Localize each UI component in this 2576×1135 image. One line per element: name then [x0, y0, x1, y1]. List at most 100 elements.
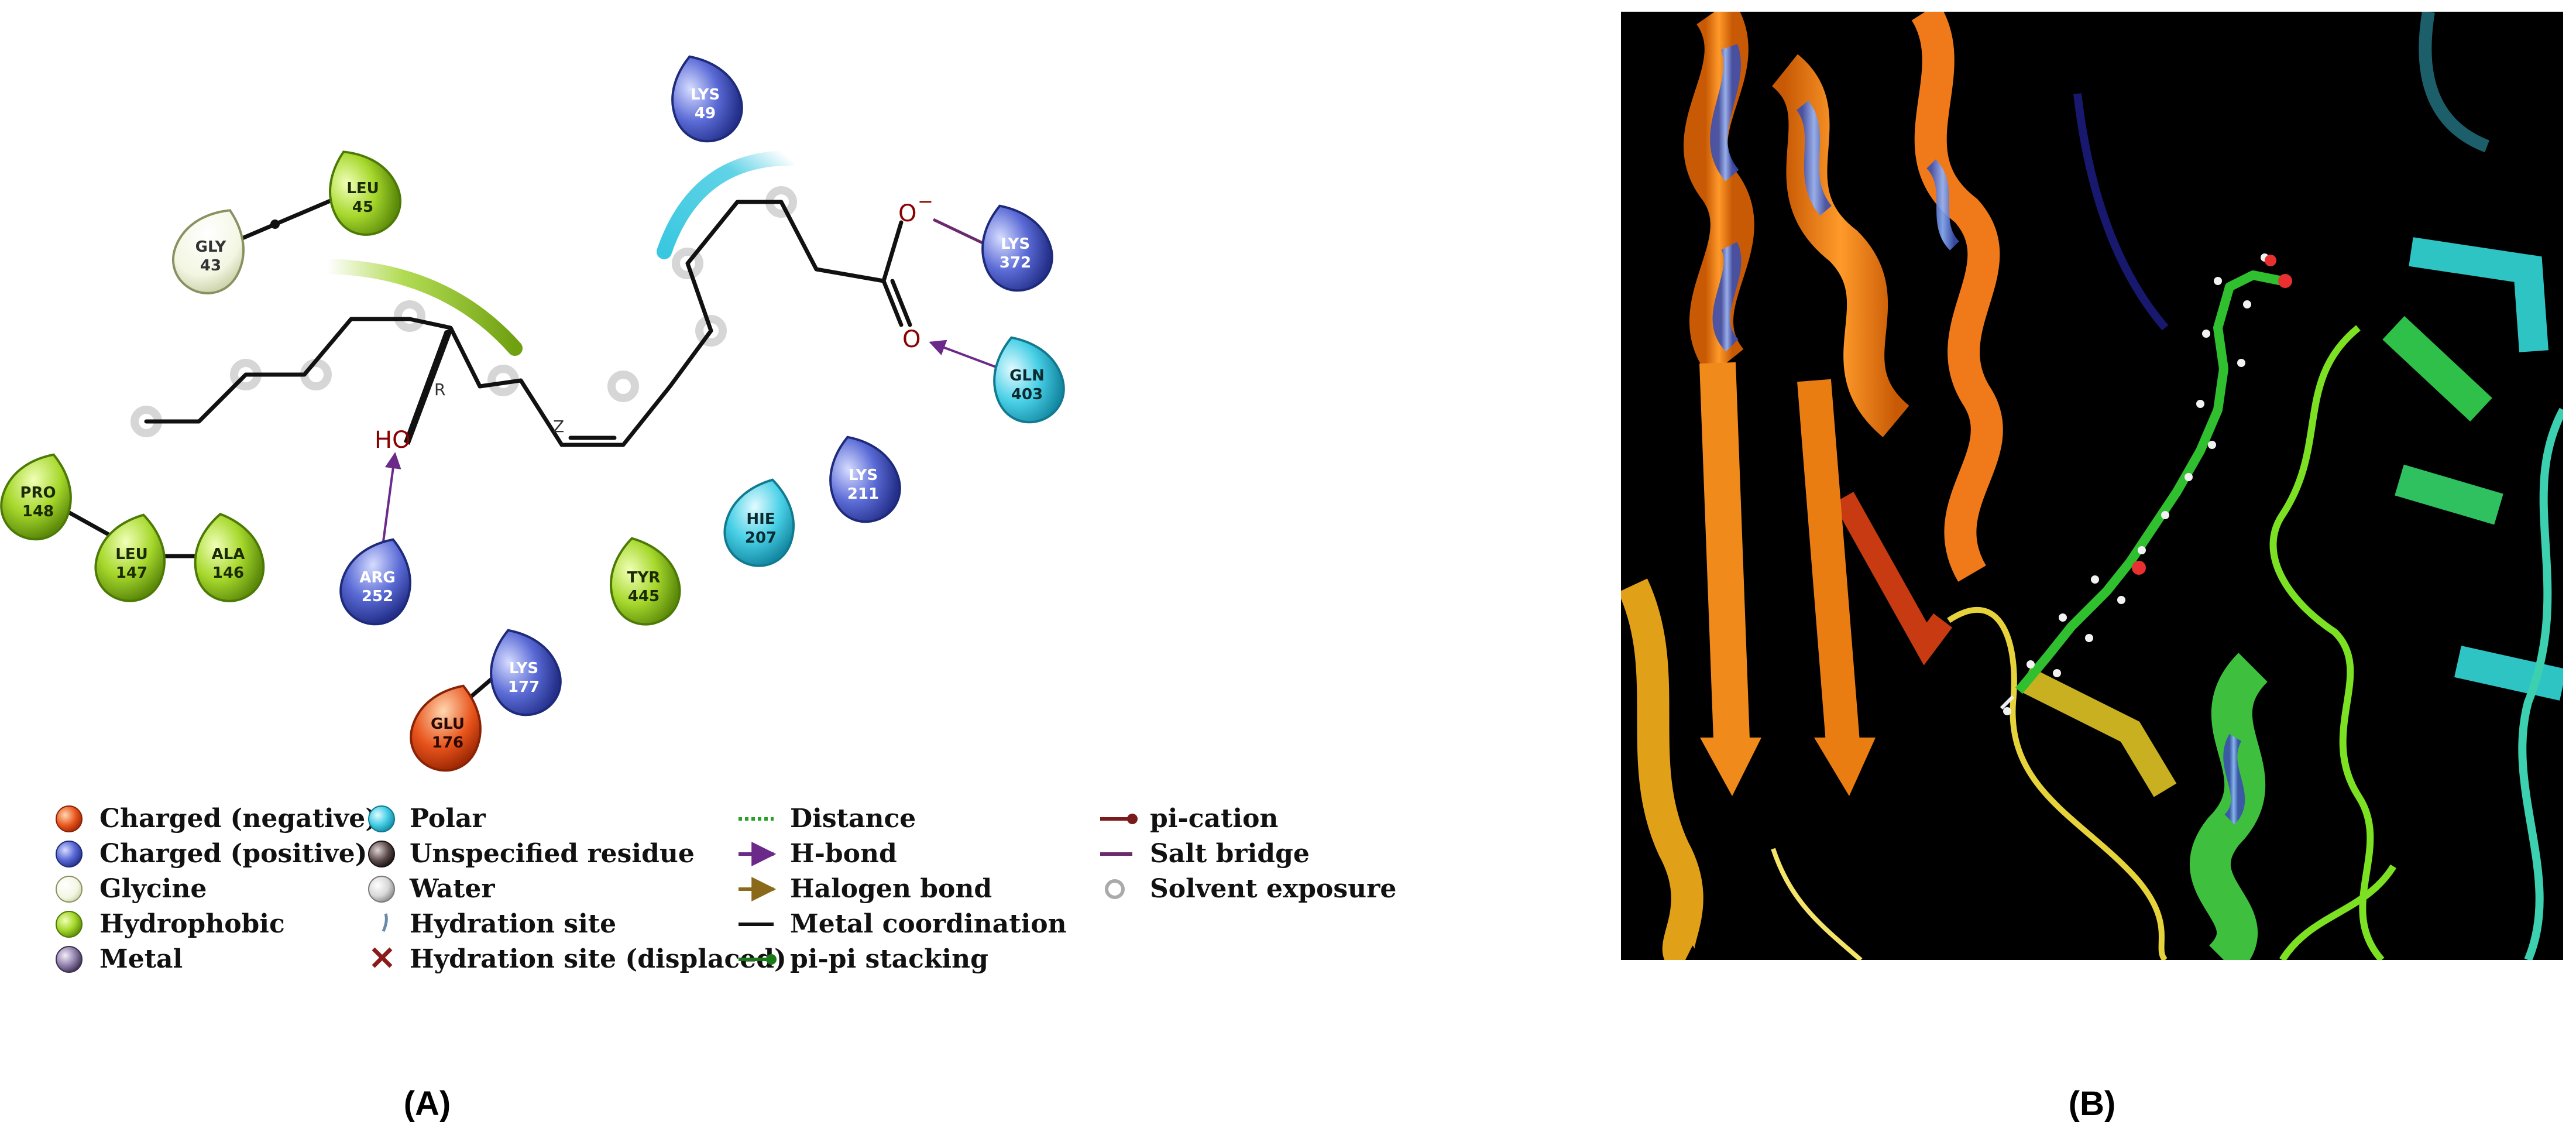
- legend-label: Salt bridge: [1150, 839, 1310, 869]
- legend-label: Water: [409, 874, 495, 904]
- hbond-arg252-hydroxyl: [382, 452, 401, 542]
- residue-name: GLY: [195, 238, 227, 256]
- hbond-gln403-carbonyl: [929, 340, 1001, 370]
- legend-label: Hydrophobic: [99, 909, 285, 939]
- legend-label: pi-cation: [1150, 804, 1278, 834]
- legend-label: Distance: [790, 804, 916, 834]
- legend-label: Solvent exposure: [1150, 874, 1396, 904]
- green-helix-right: [2190, 653, 2268, 960]
- residue-number: 211: [847, 485, 879, 503]
- panel-a-interaction-diagram: HO O − O R Z LYS49LEU45GLY43LYS372GLN403…: [0, 55, 1396, 1123]
- ligand-skeleton: [144, 200, 912, 447]
- hydration-site-icon: [382, 913, 388, 932]
- carbonyl-o-label: O: [902, 326, 921, 353]
- orange-strand-1: [1699, 362, 1750, 756]
- double-bond-label: Z: [553, 417, 564, 436]
- yellow-loop: [1947, 606, 2168, 960]
- legend-label: Polar: [410, 804, 486, 834]
- orange-arrow-2: [1814, 738, 1876, 796]
- residue-number: 147: [116, 564, 147, 582]
- residue-number: 372: [1000, 254, 1031, 272]
- orange-helix-left: [1684, 12, 1910, 437]
- residue-name: LYS: [691, 86, 720, 104]
- legend-label: Glycine: [99, 874, 207, 904]
- yellow-coil-left: [1621, 578, 1703, 960]
- positive-swatch: [56, 841, 83, 867]
- orange-coil: [1911, 12, 2003, 582]
- legend-label: H-bond: [790, 839, 897, 869]
- legend-label: Metal coordination: [790, 909, 1067, 939]
- polar-arc: [657, 150, 798, 259]
- orange-arrow-1: [1700, 738, 1761, 796]
- green-helix-inner: [2223, 733, 2245, 825]
- residue-name: LYS: [1001, 235, 1030, 253]
- residue-number: 146: [212, 564, 244, 582]
- residue-nodes: LYS49LEU45GLY43LYS372GLN403PRO148LEU147A…: [0, 55, 1065, 772]
- panel-b-3d-render: (B): [1621, 12, 2563, 1123]
- residue-number: 43: [200, 257, 221, 275]
- orange-helix-inner: [1926, 159, 1960, 251]
- hydrophobic-swatch: [56, 911, 83, 938]
- hydrophobic-arc: [320, 259, 523, 356]
- cyan-coil-top: [2419, 12, 2490, 153]
- residue-number: 177: [508, 678, 540, 696]
- residue-name: GLU: [431, 715, 465, 733]
- residue-number: 207: [745, 529, 777, 547]
- residue-number: 45: [352, 198, 373, 216]
- residue-drop: [993, 336, 1065, 424]
- residue-number: 176: [432, 734, 463, 752]
- orange-strand-2: [1797, 379, 1860, 751]
- residue-name: LEU: [115, 546, 147, 563]
- solvent-exposure-icon: [1105, 879, 1125, 899]
- cyan-coil: [2518, 407, 2563, 960]
- contact-node: [270, 220, 280, 229]
- polar-swatch: [368, 805, 395, 832]
- legend-label: Charged (negative): [99, 804, 377, 834]
- residue-drop: [723, 478, 795, 567]
- legend-label: Metal: [99, 944, 183, 974]
- residue-name: TYR: [627, 569, 661, 587]
- metal-swatch: [56, 946, 83, 973]
- panel-b-label: (B): [2069, 1085, 2116, 1123]
- panel-a-label: (A): [404, 1085, 451, 1123]
- yellow-strand: [2018, 667, 2177, 797]
- ligand-3d: [2000, 253, 2292, 715]
- yellow-coil-mid: [1771, 848, 1863, 960]
- cyan-strand-2: [2454, 646, 2563, 701]
- legend-label: Halogen bond: [790, 874, 992, 904]
- residue-drop: [671, 55, 743, 143]
- legend-label: Unspecified residue: [410, 839, 695, 869]
- water-swatch: [368, 876, 395, 903]
- residue-number: 252: [362, 588, 393, 605]
- blue-coil: [2073, 93, 2169, 331]
- residue-drop: [981, 204, 1053, 292]
- residue-name: LYS: [509, 660, 538, 677]
- residue-number: 445: [628, 588, 660, 605]
- residue-name: LEU: [346, 180, 379, 197]
- residue-name: PRO: [20, 484, 56, 502]
- residue-drop: [609, 537, 681, 626]
- carboxylate-charge: −: [918, 190, 933, 212]
- unspecified-swatch: [368, 841, 395, 867]
- hydroxyl-label: HO: [375, 427, 411, 454]
- legend-residue-types: Charged (negative)Charged (positive)Glyc…: [56, 804, 377, 974]
- residue-drop: [410, 684, 482, 772]
- chiral-center-label: R: [434, 380, 445, 399]
- residue-name: GLN: [1009, 367, 1045, 385]
- carboxylate-o-label: O: [898, 200, 916, 227]
- residue-drop: [490, 629, 562, 716]
